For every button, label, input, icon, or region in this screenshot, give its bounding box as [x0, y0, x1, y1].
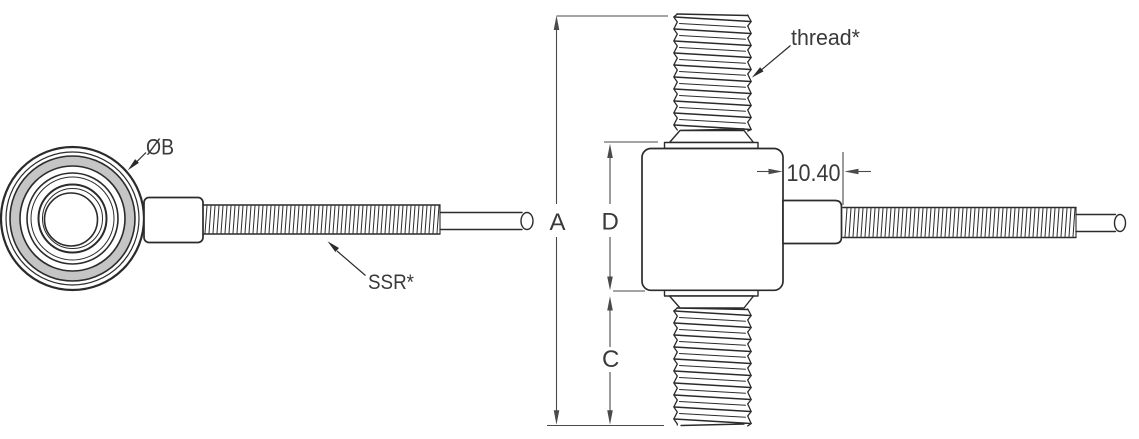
bearing-ring-outer-edge	[9, 155, 136, 282]
leader-line	[759, 45, 791, 72]
dim-label-d: D	[602, 209, 619, 236]
top-flange	[663, 141, 759, 150]
eye-outer-circle	[0, 145, 146, 292]
bearing-ring-inner-edge	[19, 165, 126, 272]
dimension-c: C	[602, 296, 619, 425]
dimension-a: A	[547, 15, 668, 427]
sensor-body	[641, 147, 784, 292]
bottom-stud-threads	[672, 307, 753, 427]
callout-diameter-b: ØB	[127, 135, 174, 171]
label-ssr: SSR*	[368, 270, 415, 294]
arrowhead-down	[607, 276, 613, 291]
arrowhead-up	[607, 296, 613, 311]
label-thread: thread*	[791, 25, 860, 50]
leader-arrowhead	[751, 67, 764, 78]
leader-line	[336, 250, 366, 276]
front-cable	[439, 211, 534, 231]
top-stud-neck	[668, 129, 755, 144]
bottom-stud-neck	[668, 295, 755, 309]
eye-circle-4	[30, 176, 115, 261]
bore-outer-circle	[37, 183, 108, 254]
dim-label-a: A	[550, 209, 566, 236]
front-view: ØB SSR*	[0, 135, 534, 294]
eye-circle-3	[26, 172, 119, 265]
side-connector-block	[782, 199, 843, 245]
side-cable-threads	[842, 206, 1077, 239]
front-cable-threads	[202, 204, 441, 235]
bearing-ring-fill	[10, 156, 135, 281]
dim-label-connector-width: 10.40	[787, 160, 841, 187]
bottom-flange	[663, 289, 759, 297]
label-diameter-b: ØB	[146, 135, 174, 160]
arrowhead-up	[553, 15, 560, 30]
leader-arrowhead	[127, 159, 139, 171]
front-connector-block	[143, 196, 204, 244]
leader-arrowhead	[327, 241, 339, 252]
arrowhead-left	[844, 168, 859, 175]
callout-ssr: SSR*	[327, 241, 415, 294]
callout-thread: thread*	[751, 25, 860, 78]
dim-label-c: C	[602, 346, 619, 373]
side-cable-end-cap	[1113, 213, 1127, 233]
arrowhead-down	[553, 410, 560, 425]
side-cable	[1075, 213, 1127, 233]
dimension-d: D	[602, 141, 658, 292]
arrowhead-up	[607, 143, 613, 158]
arrowhead-right	[768, 168, 783, 175]
eye-circle-2	[5, 151, 140, 286]
arrowhead-down	[607, 410, 613, 425]
dimension-connector-width: 10.40	[757, 152, 871, 205]
front-cable-end-cap	[520, 211, 534, 231]
bore-mid-circle	[42, 188, 103, 249]
top-stud-threads	[672, 13, 753, 132]
side-view: A D C 10.40	[547, 13, 1127, 427]
bore-inner-circle	[43, 192, 99, 247]
